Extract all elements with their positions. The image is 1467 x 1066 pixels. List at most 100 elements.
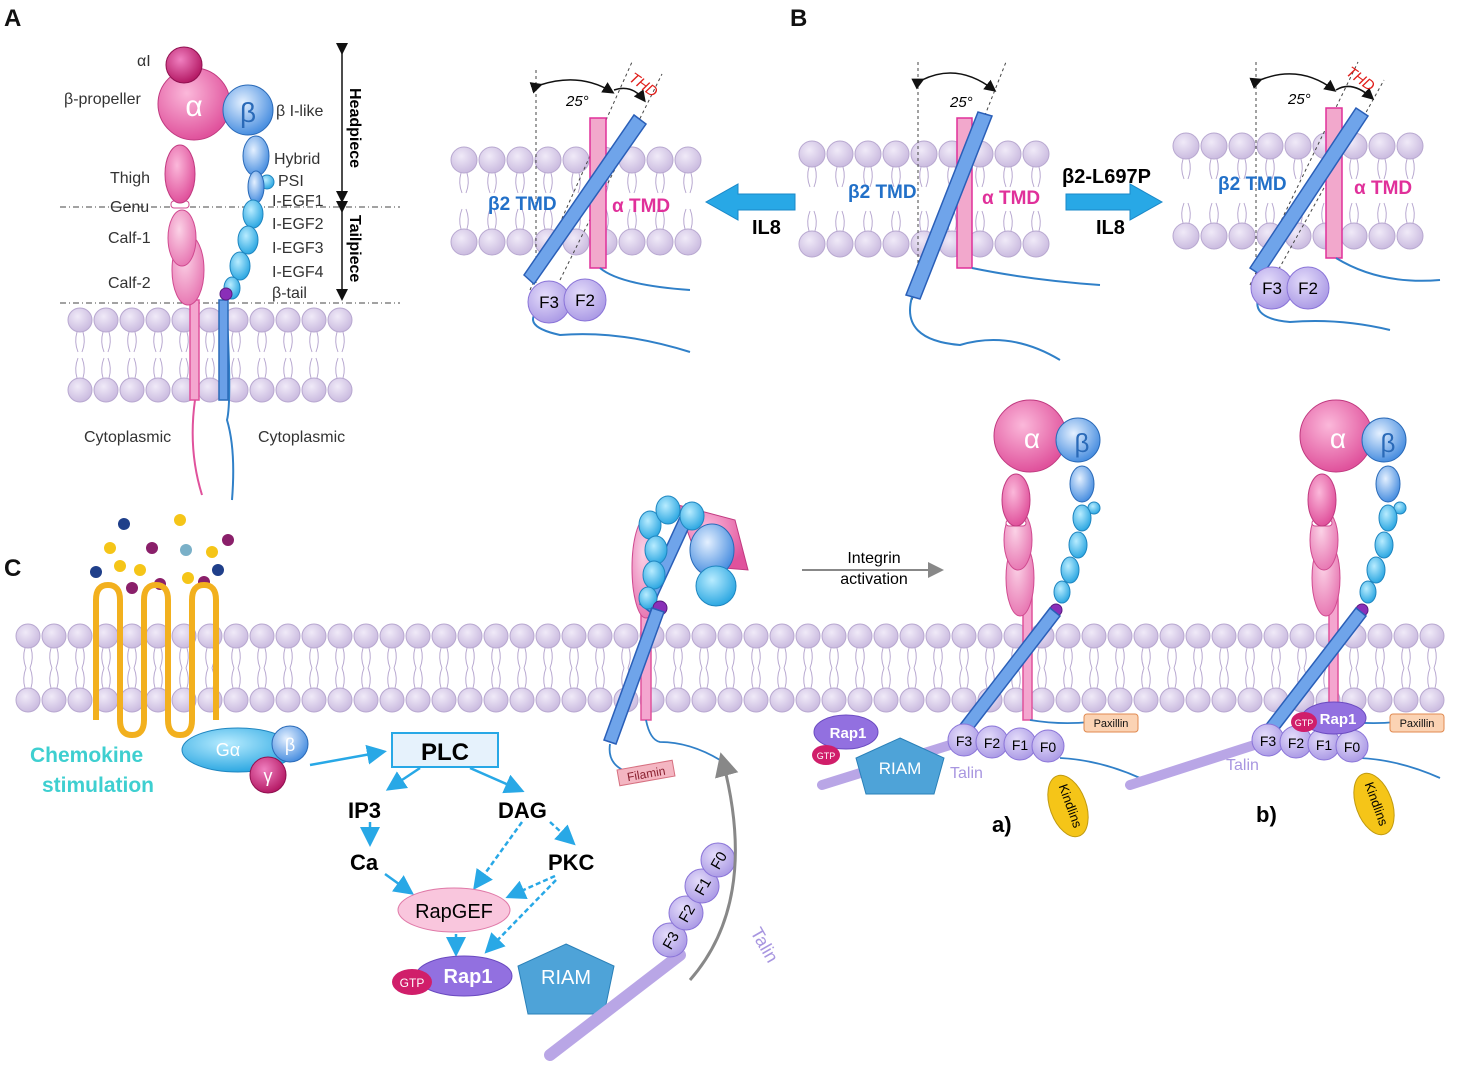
signaling-cascade: PLC IP3 DAG Ca PKC RapGEF Rap1 GTP RIAM xyxy=(309,732,615,1015)
label-iegf1: I-EGF1 xyxy=(272,193,324,210)
rap1-label-a: Rap1 xyxy=(830,725,867,742)
gtp-b xyxy=(1291,712,1317,732)
beta-a-label: β xyxy=(1075,428,1090,458)
chemokine-label: Chemokine xyxy=(30,744,143,767)
gtp-label: GTP xyxy=(400,976,425,990)
panel-b-right-tmd: 25° THD F3 F2 β2 TMD α TMD xyxy=(1218,61,1441,331)
riam-protein-a xyxy=(855,737,945,795)
angle-label: 25° xyxy=(565,93,589,110)
talin-f1: F1 xyxy=(692,875,715,899)
f2-label-right: F2 xyxy=(1298,279,1318,298)
panel-a-integrin-structure: α β αI β-propeller Thigh Genu Calf-1 Cal… xyxy=(60,43,400,501)
panel-b-middle-tmd: 25° β2 TMD α TMD xyxy=(848,61,1101,361)
g-beta-protein xyxy=(271,725,309,763)
sub-label-a: a) xyxy=(992,812,1012,837)
filamin-box xyxy=(616,759,676,787)
gtp-a xyxy=(812,745,840,765)
gtp-label-b: GTP xyxy=(1295,718,1314,728)
active-integrin-b: α β Paxillin Rap1 GTP F3 F2 F1 F0 Talin … xyxy=(1125,399,1445,836)
riam-label-a: RIAM xyxy=(879,759,922,778)
label-genu: Genu xyxy=(110,199,149,216)
alpha-subunit-label: α xyxy=(185,90,202,123)
g-alpha-label: Gα xyxy=(216,740,240,760)
f0-b: F0 xyxy=(1344,739,1361,755)
bent-integrin: Filamin xyxy=(603,495,749,787)
f3-label: F3 xyxy=(539,293,559,312)
label-beta-i-like: β I-like xyxy=(276,103,324,120)
pkc-label: PKC xyxy=(548,850,595,875)
talin-f2: F2 xyxy=(676,902,699,926)
g-gamma-protein xyxy=(249,756,287,794)
label-beta-propeller: β-propeller xyxy=(64,91,141,108)
alpha-a-label: α xyxy=(1024,423,1040,454)
rapgef-label: RapGEF xyxy=(415,901,493,923)
alpha-tmd-label-middle: α TMD xyxy=(982,188,1040,209)
rap1-protein-a xyxy=(813,714,879,750)
plc-box xyxy=(391,732,499,768)
gtp-molecule xyxy=(392,969,432,995)
dag-label: DAG xyxy=(498,798,547,823)
paxillin-box-b xyxy=(1389,713,1445,733)
label-cytoplasmic-left: Cytoplasmic xyxy=(84,429,171,446)
talin-label-b: Talin xyxy=(1226,757,1259,774)
f2-b: F2 xyxy=(1288,735,1305,751)
label-iegf3: I-EGF3 xyxy=(272,240,324,257)
panel-label-c: C xyxy=(4,555,21,582)
angle-label-middle: 25° xyxy=(949,94,973,111)
label-beta-tail: β-tail xyxy=(272,285,307,302)
label-psi: PSI xyxy=(278,173,304,190)
chemokine-molecules xyxy=(90,514,234,594)
f3-a: F3 xyxy=(956,733,973,749)
plc-label: PLC xyxy=(421,739,469,766)
angle-label-right: 25° xyxy=(1287,91,1311,108)
mutation-label: β2-L697P xyxy=(1062,166,1151,188)
f0-a: F0 xyxy=(1040,739,1057,755)
f2-label: F2 xyxy=(575,291,595,310)
rap1-label-b: Rap1 xyxy=(1320,711,1357,728)
g-gamma-label: γ xyxy=(264,766,273,786)
talin-free: F3 F2 F1 F0 Talin xyxy=(544,752,783,1061)
active-integrin-a: α β Paxillin F3 F2 F1 F0 Talin RIAM Rap1… xyxy=(812,399,1141,838)
talin-label-a: Talin xyxy=(950,765,983,782)
label-iegf4: I-EGF4 xyxy=(272,264,324,281)
ip3-label: IP3 xyxy=(348,798,381,823)
activation-label-1: Integrin xyxy=(847,550,900,567)
sub-label-b: b) xyxy=(1256,802,1277,827)
il8-left-label: IL8 xyxy=(752,217,781,239)
label-calf1: Calf-1 xyxy=(108,230,151,247)
talin-f0: F0 xyxy=(708,849,731,873)
alpha-b-label: α xyxy=(1330,423,1346,454)
label-hybrid: Hybrid xyxy=(274,151,320,168)
label-tailpiece: Tailpiece xyxy=(346,215,363,282)
membrane-b-right xyxy=(1172,132,1424,250)
stimulation-label: stimulation xyxy=(42,774,154,797)
paxillin-box-a xyxy=(1083,713,1139,733)
membrane-panel-c xyxy=(15,623,1445,713)
mutation-arrow-right: β2-L697P IL8 xyxy=(1062,166,1164,239)
talin-f3: F3 xyxy=(660,929,683,953)
chemokine-receptor xyxy=(93,581,219,739)
alpha-tmd-label-right: α TMD xyxy=(1354,178,1412,199)
riam-label: RIAM xyxy=(541,967,591,989)
ca-label: Ca xyxy=(350,850,379,875)
panel-label-a: A xyxy=(4,5,21,32)
label-calf2: Calf-2 xyxy=(108,275,151,292)
paxillin-label-a: Paxillin xyxy=(1094,718,1129,730)
thd-label: THD xyxy=(626,69,661,101)
rapgef-protein xyxy=(397,887,511,933)
talin-label-free: Talin xyxy=(747,924,783,966)
il8-right-label: IL8 xyxy=(1096,217,1125,239)
activation-label-2: activation xyxy=(840,571,908,588)
f3-label-right: F3 xyxy=(1262,279,1282,298)
rap1-label: Rap1 xyxy=(444,966,493,988)
il8-arrow-left: IL8 xyxy=(704,183,796,239)
f1-b: F1 xyxy=(1316,737,1333,753)
f3-b: F3 xyxy=(1260,733,1277,749)
integrin-activation-arrow: Integrin activation xyxy=(802,550,944,588)
beta2-tmd-label: β2 TMD xyxy=(488,194,557,215)
f2-a: F2 xyxy=(984,735,1001,751)
label-thigh: Thigh xyxy=(110,170,150,187)
alpha-tmd-label: α TMD xyxy=(612,196,670,217)
paxillin-label-b: Paxillin xyxy=(1400,718,1435,730)
panel-b-left-tmd: 25° THD F3 F2 β2 TMD α TMD xyxy=(488,61,691,353)
